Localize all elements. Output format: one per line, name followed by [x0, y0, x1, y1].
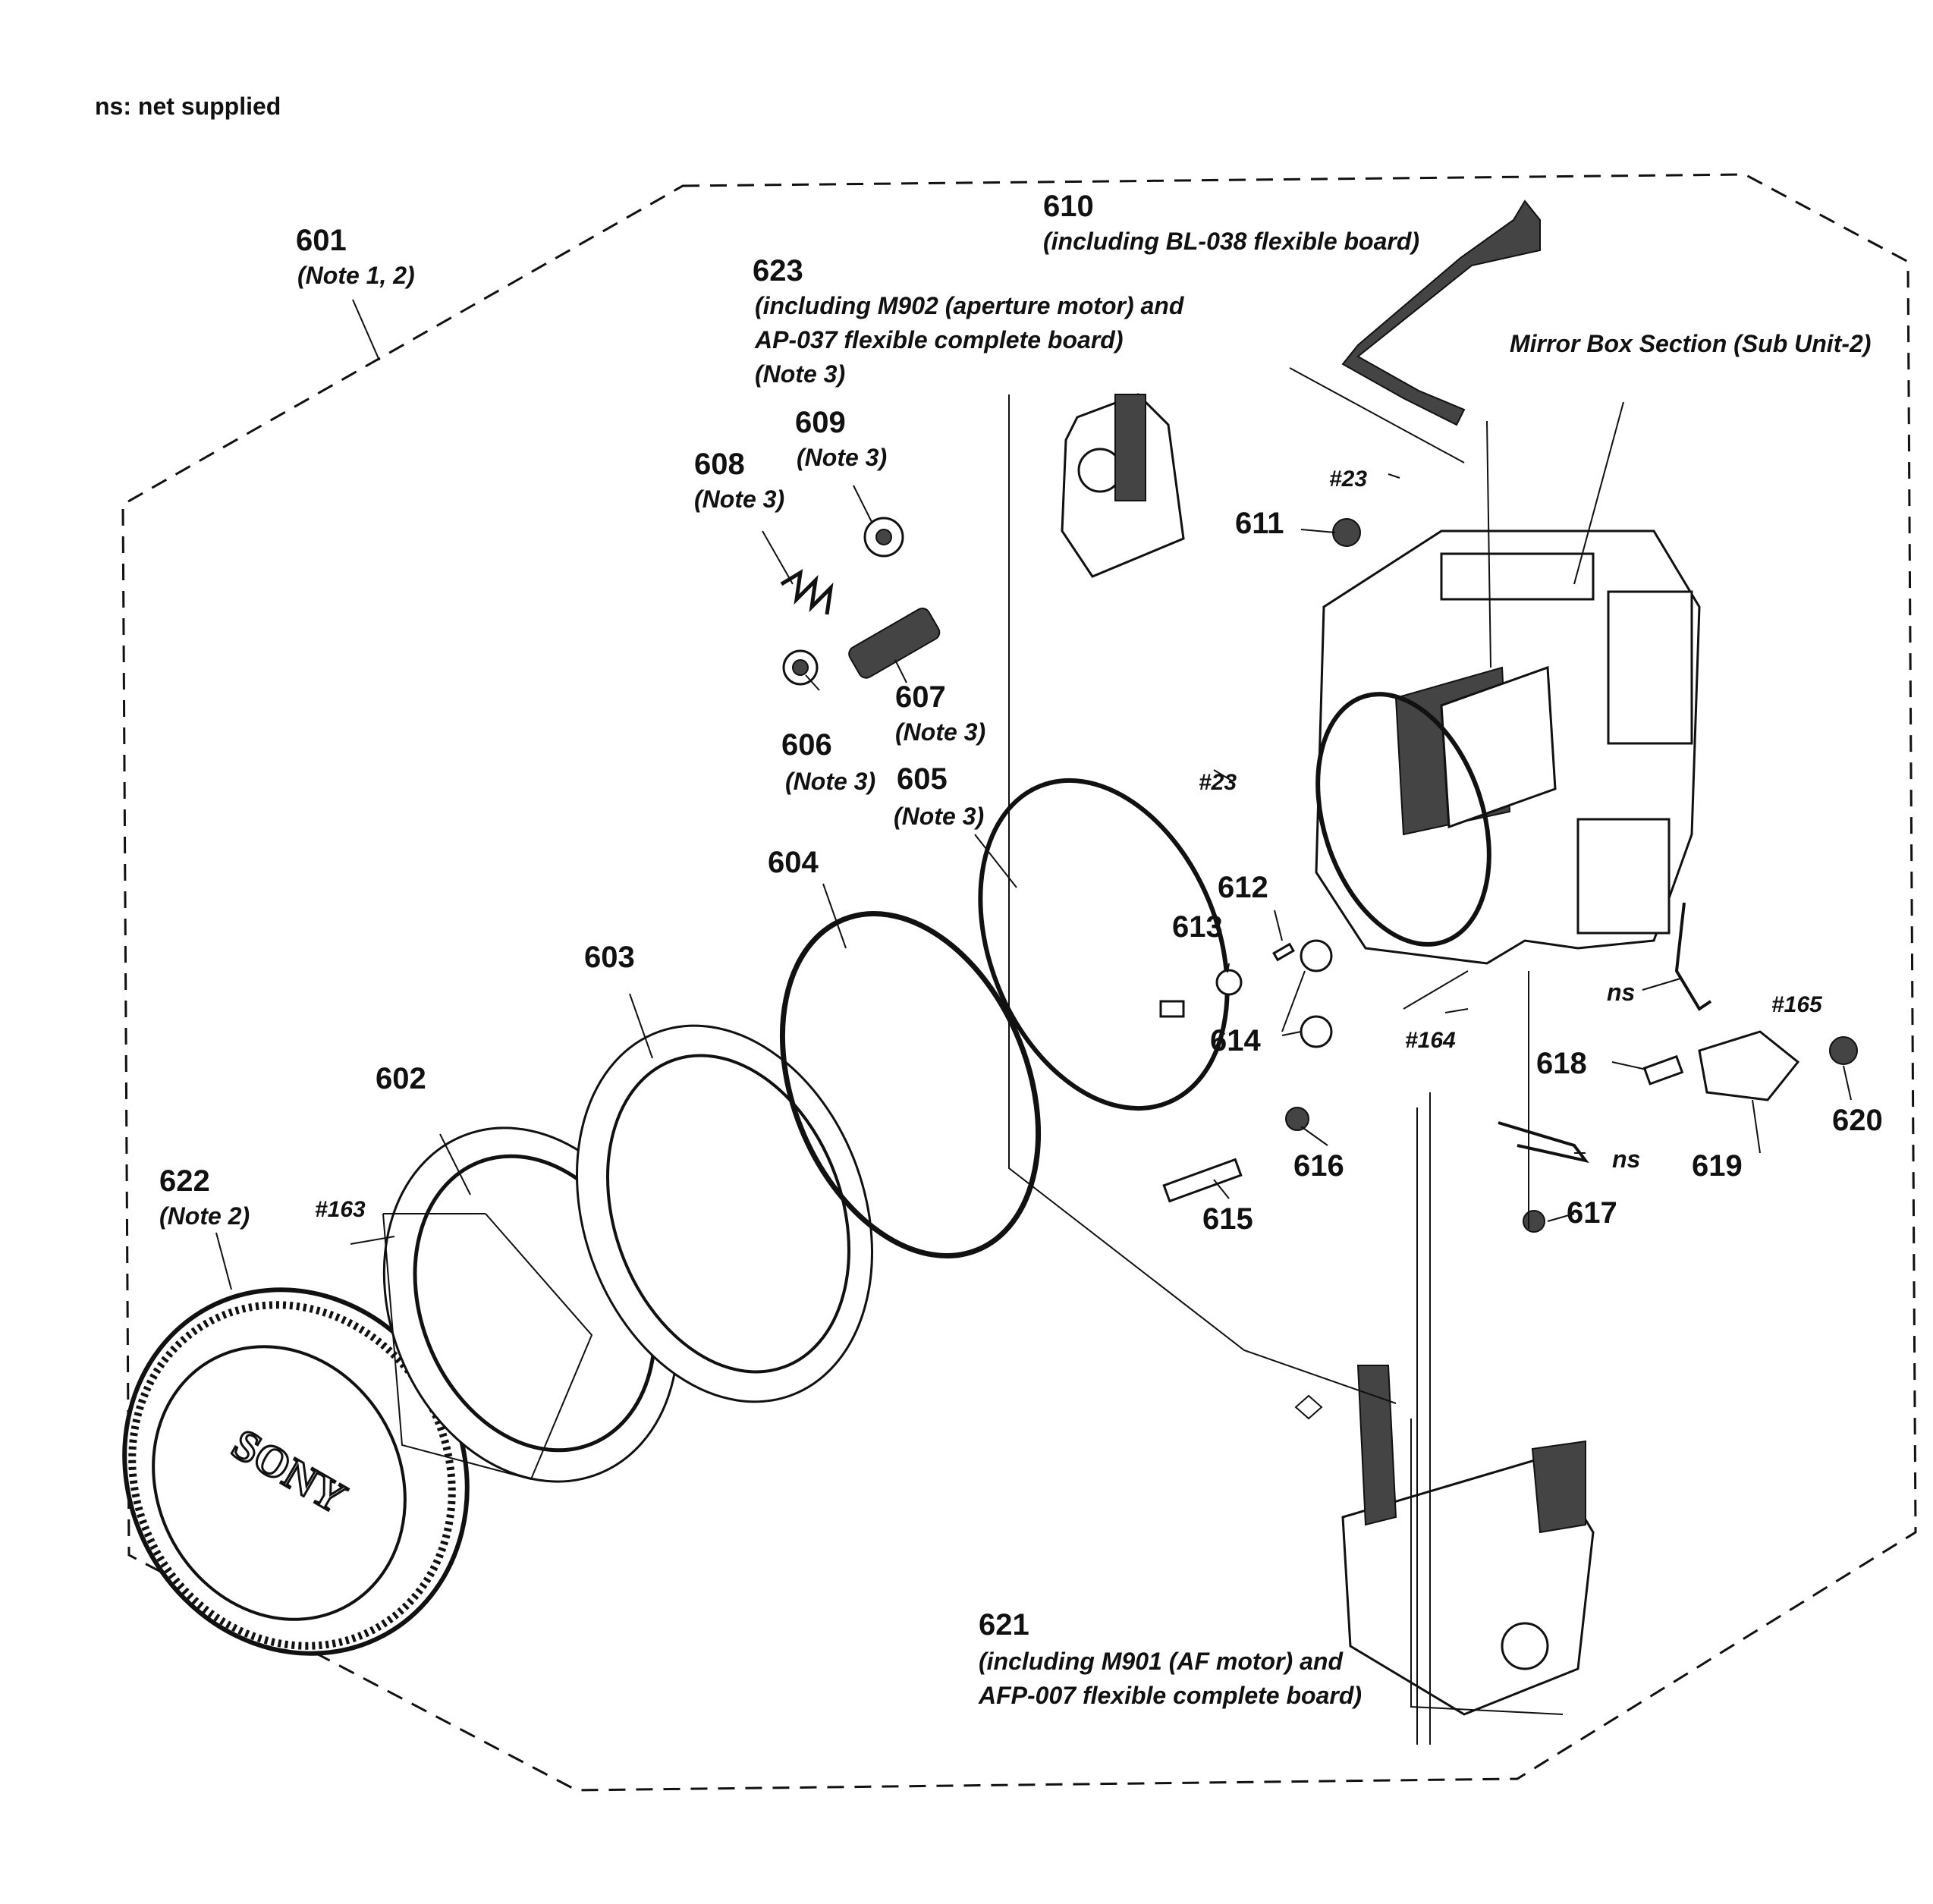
- af-motor-621: [1341, 1365, 1595, 1716]
- screw-23-top: #23: [1329, 467, 1368, 492]
- spring-620: [1829, 1036, 1858, 1065]
- flex-board-610: [1341, 200, 1541, 426]
- part-623-note-line3: (Note 3): [755, 360, 846, 388]
- legend-ns: ns: net supplied: [95, 93, 281, 120]
- part-621-number: 621: [979, 1608, 1029, 1642]
- part-602-number: 602: [376, 1062, 426, 1095]
- part-606-number: 606: [781, 728, 832, 762]
- part-623-note-line2: AP-037 flexible complete board): [755, 326, 1124, 353]
- bushing-613: [1215, 969, 1243, 996]
- screw-165: #165: [1771, 992, 1822, 1017]
- part-606-note: (Note 3): [785, 768, 876, 795]
- part-609-number: 609: [795, 406, 846, 439]
- gear-609: [863, 517, 904, 558]
- part-610-note: (including BL-038 flexible board): [1043, 228, 1420, 255]
- aperture-unit-623: [1061, 393, 1185, 578]
- part-604-number: 604: [768, 846, 819, 879]
- screw-163: #163: [315, 1197, 366, 1222]
- spring-616: [1285, 1107, 1309, 1131]
- part-621-note-line1: (including M901 (AF motor) and: [979, 1648, 1343, 1675]
- part-608-note: (Note 3): [694, 485, 785, 513]
- part-605-note: (Note 3): [894, 803, 985, 830]
- part-611-number: 611: [1235, 507, 1284, 540]
- screw-23-mid: #23: [1199, 770, 1237, 795]
- part-603-number: 603: [584, 941, 635, 974]
- part-608-number: 608: [694, 448, 745, 481]
- ns-mark-lever: ns: [1607, 979, 1636, 1006]
- part-614-number: 614: [1210, 1024, 1261, 1057]
- shim-ring-605: [978, 778, 1230, 1111]
- part-607-note: (Note 3): [895, 718, 986, 746]
- part-623-note-line1: (including M902 (aperture motor) and: [755, 292, 1184, 319]
- screw-617: [1523, 1210, 1545, 1233]
- gear-614a: [1300, 939, 1333, 972]
- part-621-note-line2: AFP-007 flexible complete board): [979, 1682, 1363, 1709]
- part-615-number: 615: [1202, 1202, 1253, 1236]
- part-601-note: (Note 1, 2): [297, 262, 415, 289]
- part-601-number: 601: [296, 224, 347, 257]
- mirror-box: [1315, 529, 1701, 965]
- part-622-note: (Note 2): [159, 1202, 250, 1230]
- switch-619: [1698, 1030, 1800, 1101]
- pin-612: [1272, 942, 1295, 962]
- spring-608: [780, 569, 834, 615]
- mirror-box-section-title: Mirror Box Section (Sub Unit-2): [1510, 330, 1872, 357]
- part-610-number: 610: [1043, 190, 1094, 223]
- part-618-number: 618: [1536, 1047, 1587, 1080]
- diamond-mark: [1294, 1394, 1323, 1420]
- body-cap-622: SONY: [122, 1287, 470, 1656]
- lever-ns: [1674, 902, 1712, 1011]
- worm-607: [848, 608, 941, 679]
- pin-618: [1642, 1054, 1684, 1086]
- leader-lines: [215, 299, 1852, 1745]
- part-605-number: 605: [897, 762, 948, 796]
- ns-mark-bracket: ns: [1612, 1145, 1641, 1173]
- gear-606: [782, 649, 819, 686]
- part-620-number: 620: [1832, 1104, 1883, 1137]
- gear-614b: [1300, 1015, 1333, 1048]
- part-619-number: 619: [1692, 1149, 1743, 1183]
- shaft-615: [1162, 1158, 1243, 1203]
- part-613-number: 613: [1172, 910, 1223, 944]
- collar-611: [1332, 518, 1361, 547]
- bracket-ns: [1498, 1121, 1589, 1164]
- part-622-number: 622: [159, 1164, 210, 1198]
- part-616-number: 616: [1293, 1149, 1344, 1183]
- contact-ring-604: [779, 911, 1042, 1258]
- part-612-number: 612: [1218, 871, 1268, 904]
- unit-601-boundary: [121, 173, 1917, 1792]
- part-607-number: 607: [895, 680, 946, 714]
- part-623-number: 623: [753, 254, 803, 287]
- part-609-note: (Note 3): [797, 444, 888, 471]
- screw-164: #164: [1405, 1028, 1456, 1053]
- part-617-number: 617: [1567, 1196, 1617, 1230]
